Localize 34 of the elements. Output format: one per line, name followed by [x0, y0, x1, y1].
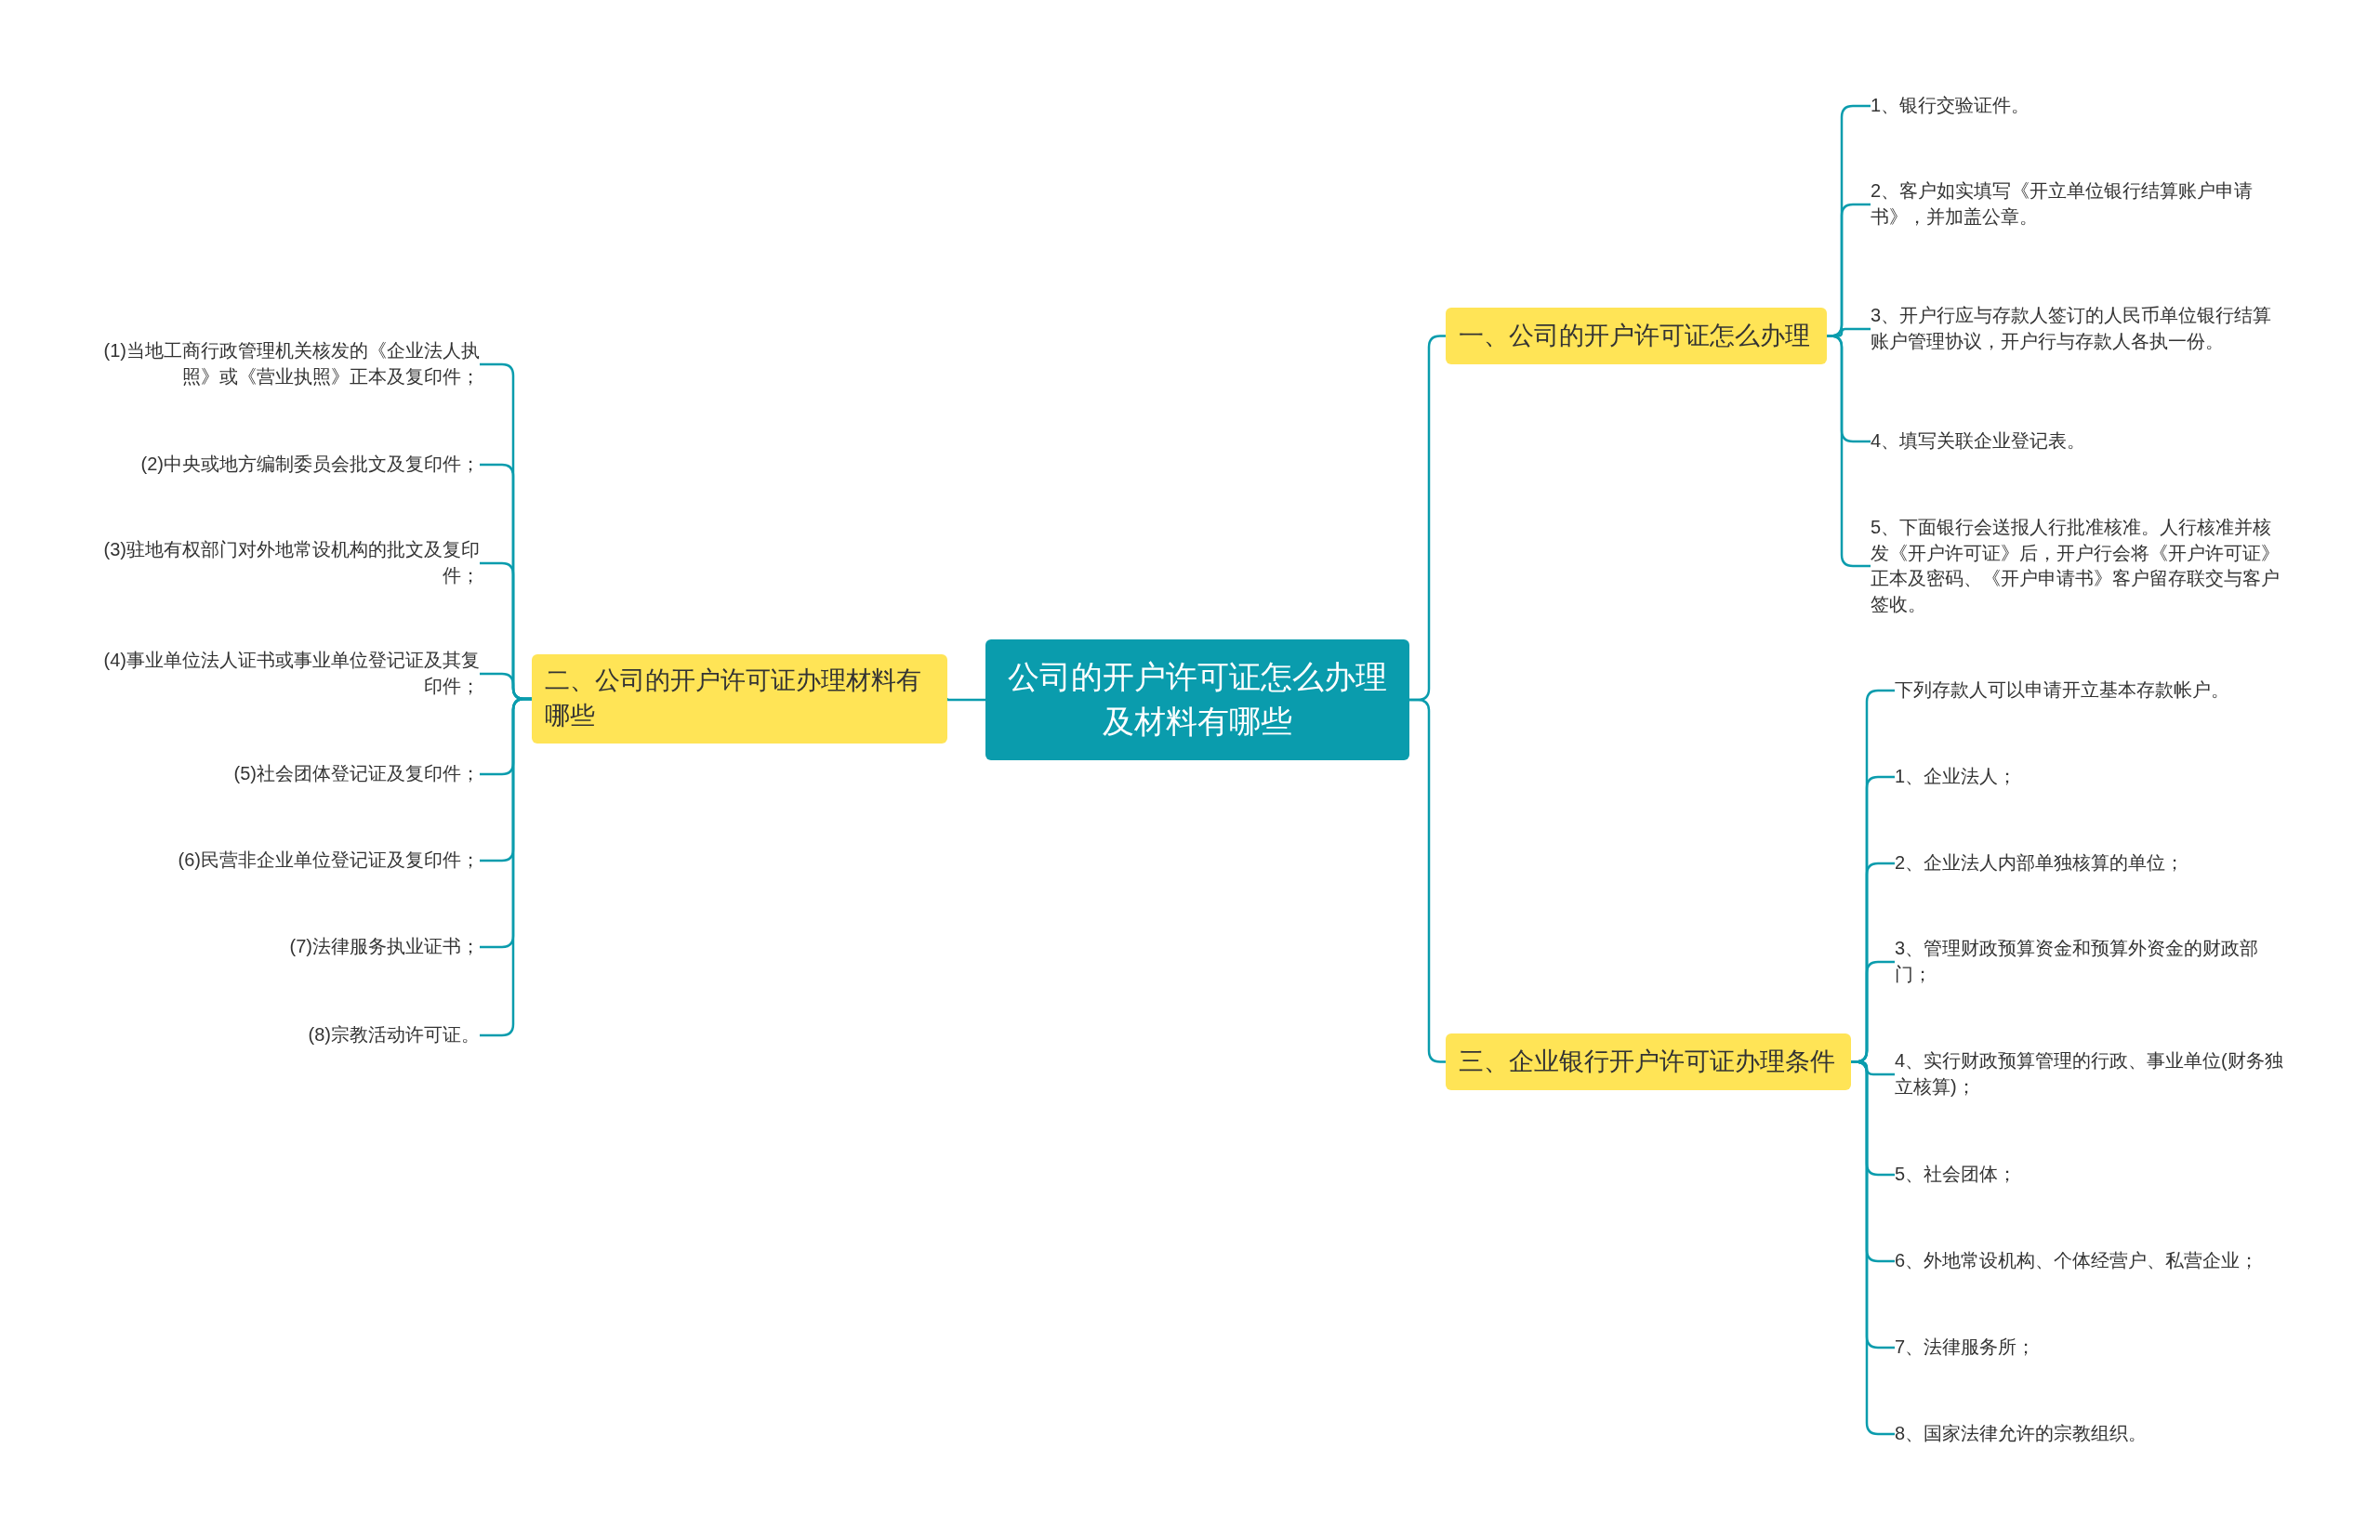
connector-line — [945, 697, 985, 702]
topic-text: 三、企业银行开户许可证办理条件 — [1459, 1046, 1836, 1077]
leaf-text: 下列存款人可以申请开立基本存款帐户。 — [1895, 678, 2230, 703]
topic-text: 二、公司的开户许可证办理材料有哪些 — [545, 665, 922, 731]
leaf-text: 8、国家法律允许的宗教组织。 — [1895, 1422, 2149, 1446]
leaf-text: 7、法律服务所； — [1895, 1336, 2037, 1360]
topic-box — [1446, 308, 1827, 364]
leaf-text: (7)法律服务执业证书； — [288, 935, 480, 959]
connector-line — [480, 697, 532, 1037]
central-topic-text: 公司的开户许可证怎么办理及材料有哪些 — [1007, 658, 1388, 741]
leaf-text: 3、开户行应与存款人签订的人民币单位银行结算账户管理协议，开户行与存款人各执一份。 — [1871, 304, 2273, 353]
leaf-text: (3)驻地有权部门对外地常设机构的批文及复印件； — [102, 538, 480, 587]
leaf-text: 6、外地常设机构、个体经营户、私营企业； — [1895, 1249, 2260, 1273]
leaf-text: 2、客户如实填写《开立单位银行结算账户申请书》，并加盖公章。 — [1871, 179, 2254, 229]
connector-line — [1851, 1060, 1895, 1436]
leaf-text: 1、企业法人； — [1895, 765, 2018, 789]
leaf-text: 4、填写关联企业登记表。 — [1871, 429, 2087, 454]
leaf-text: 2、企业法人内部单独核算的单位； — [1895, 851, 2186, 875]
central-topic-box — [985, 639, 1409, 760]
leaf-text: (8)宗教活动许可证。 — [307, 1023, 480, 1047]
leaf-text: (6)民营非企业单位登记证及复印件； — [177, 849, 480, 873]
topic-box — [532, 654, 947, 744]
leaf-text: (1)当地工商行政管理机关核发的《企业法人执照》或《营业执照》正本及复印件； — [102, 339, 480, 388]
leaf-text: 5、社会团体； — [1895, 1163, 2018, 1187]
leaf-text: 4、实行财政预算管理的行政、事业单位(财务独立核算)； — [1895, 1049, 2284, 1099]
leaf-text: (5)社会团体登记证及复印件； — [232, 762, 480, 786]
leaf-text: 5、下面银行会送报人行批准核准。人行核准并核发《开户许可证》后，开户行会将《开户许可证》正本及密码、《开户申请书》客户留存联交与客户签收。 — [1871, 515, 2280, 616]
leaf-text: (4)事业单位法人证书或事业单位登记证及其复印件； — [102, 649, 480, 698]
topic-text: 一、公司的开户许可证怎么办理 — [1459, 320, 1811, 351]
leaf-text: (2)中央或地方编制委员会批文及复印件； — [139, 453, 480, 477]
leaf-text: 1、银行交验证件。 — [1871, 94, 2031, 118]
leaf-text: 3、管理财政预算资金和预算外资金的财政部门； — [1895, 937, 2260, 986]
topic-box — [1446, 1033, 1851, 1090]
connector-line — [1409, 698, 1446, 1063]
